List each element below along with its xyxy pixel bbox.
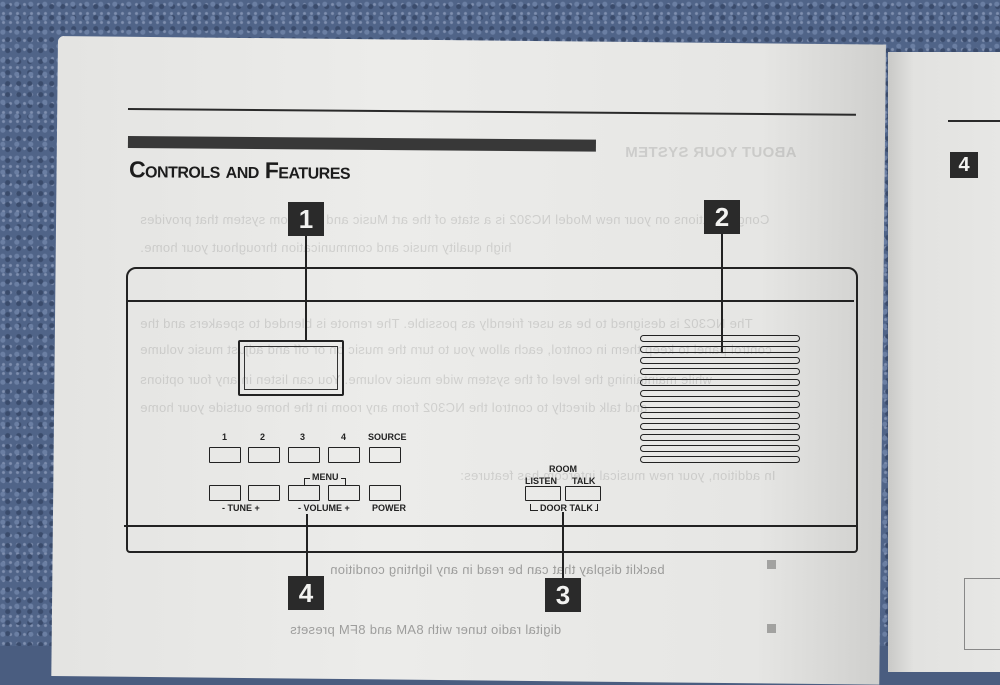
preset-1-button xyxy=(209,447,241,463)
right-page: 4 xyxy=(888,52,1000,672)
grille-slot xyxy=(640,357,800,364)
source-button xyxy=(369,447,401,463)
room-label: ROOM xyxy=(549,464,577,474)
grille-slot xyxy=(640,445,800,452)
ghost-heading: ABOUT YOUR SYSTEM xyxy=(625,144,797,161)
preset-3-button xyxy=(288,447,320,463)
callout-1-leader xyxy=(305,236,307,342)
callout-4-leader xyxy=(306,514,308,576)
device-top-edge xyxy=(126,300,854,302)
callout-3-leader xyxy=(562,512,564,578)
ghost-bullet: digital radio tuner with 8AM and 8FM pre… xyxy=(290,622,562,637)
device-outline xyxy=(126,267,858,553)
grille-slot xyxy=(640,456,800,463)
grille-slot xyxy=(640,423,800,430)
callout-1-badge: 1 xyxy=(288,202,324,236)
right-page-bottom-frame xyxy=(964,578,1000,650)
lcd-display xyxy=(238,340,344,396)
right-page-rule xyxy=(948,120,1000,122)
ghost-bullet: backlit display that can be read in any … xyxy=(330,562,665,577)
right-page-number-box: 4 xyxy=(950,152,978,178)
talk-button xyxy=(565,486,601,501)
grille-slot xyxy=(640,412,800,419)
grille-slot xyxy=(640,335,800,342)
door-talk-label: DOOR TALK xyxy=(538,503,595,513)
preset-4-label: 4 xyxy=(341,432,347,442)
volume-down-button xyxy=(288,485,320,501)
power-button xyxy=(369,485,401,501)
ghost-line: high quality music and communication thr… xyxy=(140,240,512,255)
page-title: Controls and Features xyxy=(128,156,351,184)
ghost-line: Congratulations on your new Model NC302 … xyxy=(140,212,770,227)
tune-label: - TUNE + xyxy=(222,503,260,513)
grille-slot xyxy=(640,390,800,397)
preset-3-label: 3 xyxy=(300,432,306,442)
volume-up-button xyxy=(328,485,360,501)
speaker-grille xyxy=(640,335,800,467)
callout-2-leader xyxy=(721,234,723,352)
callout-2-badge: 2 xyxy=(704,200,740,234)
tune-down-button xyxy=(209,485,241,501)
callout-3-badge: 3 xyxy=(545,578,581,612)
talk-label: TALK xyxy=(572,476,596,486)
grille-slot xyxy=(640,401,800,408)
preset-4-button xyxy=(328,447,360,463)
callout-4-badge: 4 xyxy=(288,576,324,610)
grille-slot xyxy=(640,346,800,353)
source-label: SOURCE xyxy=(368,432,407,442)
menu-label: MENU xyxy=(310,472,341,482)
preset-2-label: 2 xyxy=(260,432,266,442)
bullet-marker xyxy=(767,624,776,633)
bullet-marker xyxy=(767,560,776,569)
grille-slot xyxy=(640,368,800,375)
preset-1-label: 1 xyxy=(222,432,228,442)
listen-button xyxy=(525,486,561,501)
listen-label: LISTEN xyxy=(525,476,558,486)
preset-2-button xyxy=(248,447,280,463)
grille-slot xyxy=(640,379,800,386)
volume-label: - VOLUME + xyxy=(298,503,350,513)
grille-slot xyxy=(640,434,800,441)
device-base-edge xyxy=(124,525,856,527)
power-label: POWER xyxy=(372,503,407,513)
tune-up-button xyxy=(248,485,280,501)
